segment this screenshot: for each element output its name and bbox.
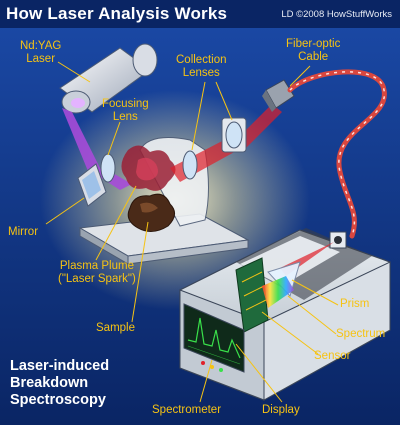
display-panel	[183, 303, 245, 373]
label-collection-line1: Collection	[176, 54, 227, 66]
spectrum-icon	[262, 276, 294, 308]
label-focusing-line1: Focusing	[102, 98, 149, 110]
label-collection-line2: Lenses	[182, 67, 220, 79]
label-spectrometer: Spectrometer	[152, 404, 222, 416]
label-laser: Nd:YAG Laser	[20, 40, 61, 66]
label-prism: Prism	[340, 298, 370, 310]
label-laser-line2: Laser	[26, 53, 56, 65]
focusing-lens-icon	[100, 153, 116, 183]
label-fiber-line1: Fiber-optic	[286, 38, 341, 50]
diagram-caption: Laser-induced Breakdown Spectroscopy	[10, 358, 109, 409]
leader-lines	[45, 61, 339, 403]
label-display: Display	[262, 404, 300, 416]
label-focusing-lens: Focusing Lens	[102, 98, 149, 124]
sample-rock-icon	[127, 193, 175, 232]
label-plasma-line2: ("Laser Spark")	[58, 273, 136, 285]
caption-line3: Spectroscopy	[10, 392, 106, 408]
label-plasma-plume: Plasma Plume ("Laser Spark")	[58, 260, 136, 286]
title-bar	[0, 0, 400, 28]
plasma-plume-icon	[121, 145, 176, 191]
fiber-connector-icon	[262, 79, 295, 112]
fiber-port-icon	[329, 231, 347, 249]
credit-text: LD ©2008 HowStuffWorks	[281, 9, 392, 20]
collection-lens-near-icon	[182, 150, 198, 180]
page-title: How Laser Analysis Works	[6, 4, 228, 23]
label-laser-line1: Nd:YAG	[20, 40, 62, 52]
label-plasma-line1: Plasma Plume	[59, 260, 134, 272]
label-fiber-optic-cable: Fiber-optic Cable	[286, 38, 340, 64]
fiber-optic-cable-highlight	[289, 71, 385, 237]
label-mirror: Mirror	[8, 226, 39, 238]
collection-lens-far-icon	[221, 117, 247, 153]
label-focusing-line2: Lens	[112, 111, 138, 123]
mirror-icon	[77, 163, 107, 207]
label-spectrum: Spectrum	[336, 328, 386, 340]
caption-line2: Breakdown	[10, 375, 89, 391]
sensor-board-icon	[235, 257, 269, 333]
label-collection-lenses: Collection Lenses	[176, 54, 227, 80]
label-sample: Sample	[96, 322, 135, 334]
label-sensor: Sensor	[314, 350, 351, 362]
label-fiber-line2: Cable	[298, 51, 329, 63]
laser-device-icon	[59, 43, 158, 114]
caption-line1: Laser-induced	[10, 358, 110, 374]
